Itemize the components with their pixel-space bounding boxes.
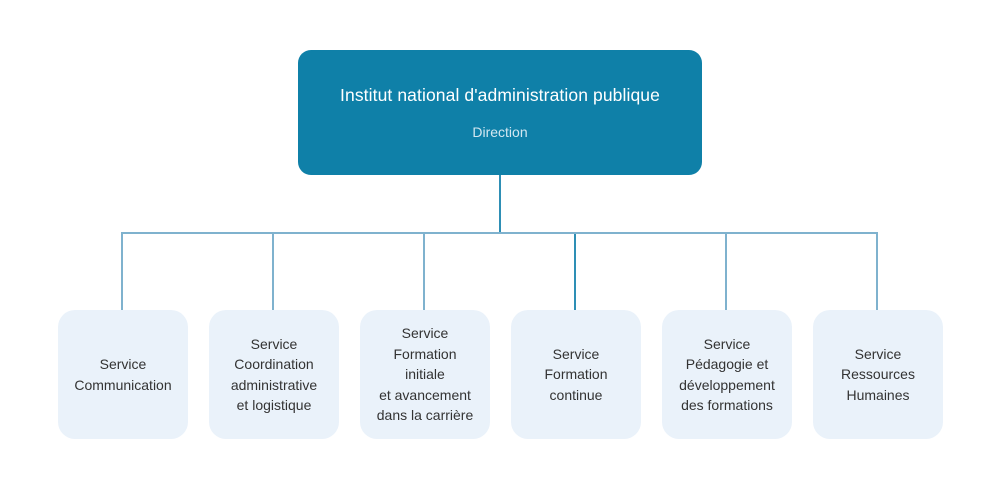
connector-stem [499,175,501,233]
connector-drop-coordination [272,234,274,310]
node-label: Service Coordination administrative et l… [230,335,318,414]
connector-drop-pedagogie [725,234,727,310]
connector-drop-formation-initiale [423,234,425,310]
node-label: Service Communication [74,356,172,393]
connector-horizontal [121,232,878,234]
node-label: Service Pédagogie et développement des f… [679,335,775,414]
node-label: Service Formation initiale et avancement… [376,325,474,424]
node-label: Service Formation continue [544,345,608,403]
node-service-coordination-administrative-et-logistique: Service Coordination administrative et l… [209,310,339,439]
root-node-direction: Institut national d'administration publi… [298,50,702,175]
node-service-formation-continue: Service Formation continue [511,310,641,439]
node-service-pedagogie-et-developpement: Service Pédagogie et développement des f… [662,310,792,439]
connector-drop-formation-continue [574,234,576,310]
org-subtitle-direction: Direction [472,124,528,140]
connector-drop-communication [121,234,123,310]
connector-drop-ressources-humaines [876,234,878,310]
node-label: Service Ressources Humaines [841,345,915,403]
node-service-communication: Service Communication [58,310,188,439]
node-service-formation-initiale-et-avancement: Service Formation initiale et avancement… [360,310,490,439]
org-title: Institut national d'administration publi… [340,85,660,105]
node-service-ressources-humaines: Service Ressources Humaines [813,310,943,439]
